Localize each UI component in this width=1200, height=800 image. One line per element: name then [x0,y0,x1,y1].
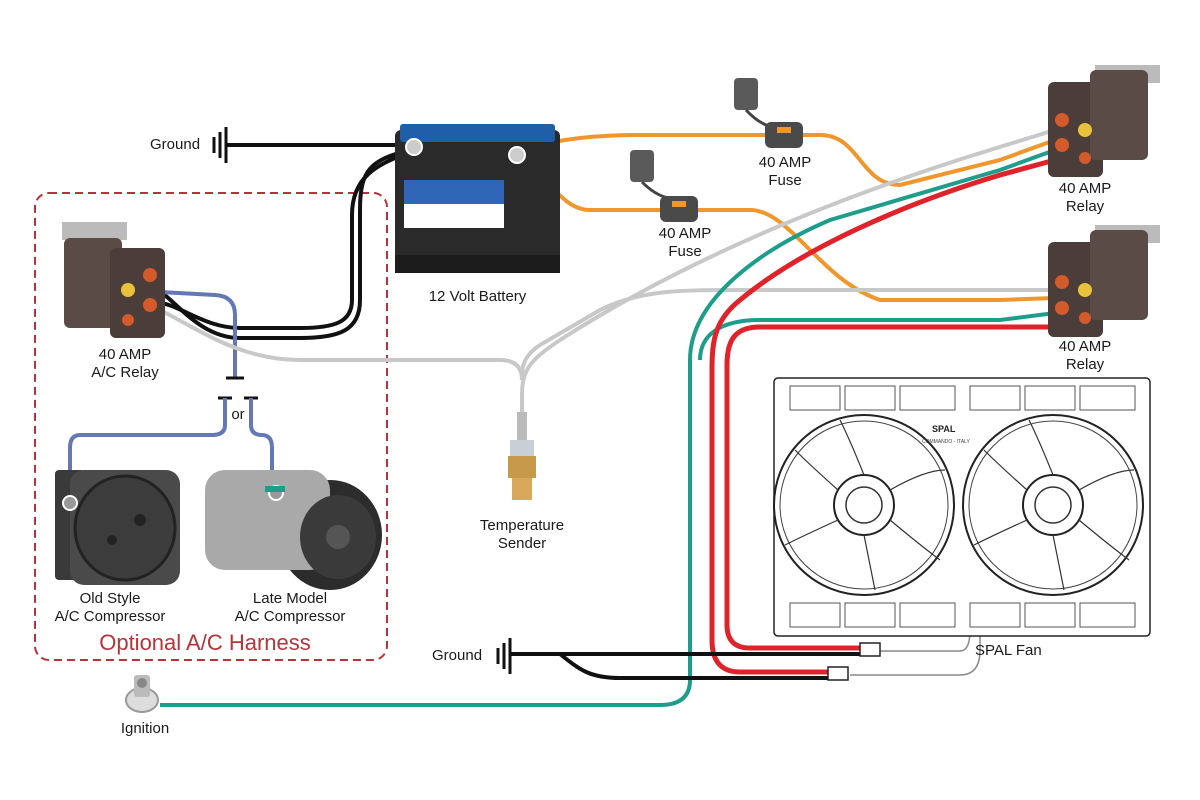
battery-label: 12 Volt Battery [428,288,527,305]
ground-bottom-label: Ground [432,647,483,664]
temperature-sender-label-line1: Temperature [479,517,565,534]
old-style-label-line2: A/C Compressor [54,608,166,625]
spal-fan: SPAL COMMANDO - ITALY [773,377,1151,637]
late-model-label-line1: Late Model [252,590,328,607]
battery [395,124,560,273]
or-label: or [231,406,245,423]
ignition-wire [160,148,1056,707]
ac-signal-wire [159,290,237,378]
fuse-mid-label-line2: Fuse [668,243,702,260]
ground-top-label: Ground [150,136,201,153]
late-model-label-line2: A/C Compressor [234,608,346,625]
ignition-wire-branch [698,311,1056,361]
ac-relay-label-line1: 40 AMP [98,346,152,363]
ground-symbol-bottom [496,638,512,674]
optional-harness-box [34,192,388,661]
battery-negative-terminal [405,138,423,156]
relay-bottom-label-line1: 40 AMP [1058,338,1112,355]
temperature-sender [508,412,536,500]
sender-wire-bottom-relay [520,288,1055,376]
relay-top [1048,65,1160,177]
relay-bottom [1048,225,1160,337]
power-wire-bottom-relay [724,324,1055,651]
old-style-label-line1: Old Style [79,590,141,607]
late-model-compressor [205,470,382,590]
fuse-top [734,78,803,148]
old-style-terminal [62,495,78,511]
sender-wire-ac-relay [159,308,524,381]
fan-connectors [827,642,881,681]
old-style-compressor [55,470,180,585]
fuse-mid [630,150,698,222]
sender-wire-top-relay [520,128,1056,415]
fuse-top-label-line2: Fuse [768,172,802,189]
relay-bottom-label-line2: Relay [1065,356,1105,373]
spal-fan-label: SPAL Fan [975,642,1042,659]
ac-wire-old-style [68,398,227,500]
ignition-switch [125,675,159,713]
relay-top-label-line2: Relay [1065,198,1105,215]
fan-subtext: COMMANDO - ITALY [922,439,971,445]
ac-relay [62,222,165,338]
ac-relay-wire-1 [156,148,411,340]
power-wire-top-relay [709,157,1056,675]
ac-wire-late-model [249,398,274,480]
temperature-sender-label-line2: Sender [497,535,547,552]
ignition-label: Ignition [120,720,170,737]
fuse-mid-label-line1: 40 AMP [658,225,712,242]
battery-positive-terminal [508,146,526,164]
ground-wire-bottom-2 [558,652,830,680]
ground-symbol-top [212,127,228,163]
relay-top-label-line1: 40 AMP [1058,180,1112,197]
ac-relay-wire-2 [159,150,411,330]
ac-relay-label-line2: A/C Relay [91,364,159,381]
fuse-top-label-line1: 40 AMP [758,154,812,171]
optional-harness-title: Optional A/C Harness [99,630,311,655]
fan-brand-text: SPAL [932,424,956,434]
fuse-wire-top [519,133,1056,188]
